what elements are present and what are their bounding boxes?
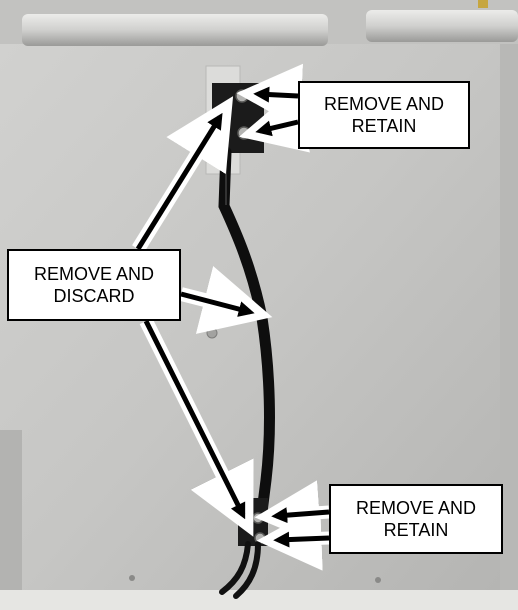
- lower-wire-1: [219, 541, 251, 595]
- upper-screw-1: [235, 89, 249, 103]
- callout-remove-and-discard: REMOVE AND DISCARD: [7, 249, 181, 321]
- callout-remove-and-retain-bottom: REMOVE AND RETAIN: [329, 484, 503, 554]
- handle-rail-left: [22, 14, 328, 46]
- panel-bottom-lip: [0, 590, 518, 610]
- callout-left-line2: DISCARD: [53, 286, 135, 306]
- callout-left-line1: REMOVE AND: [33, 264, 155, 284]
- arrow-top-to-screw-2-core: [255, 119, 299, 137]
- arrow-group: [132, 63, 330, 571]
- callout-bottom-line1: REMOVE AND: [355, 498, 477, 518]
- bottom-screw-left: [129, 575, 135, 581]
- callout-bottom-line2: RETAIN: [383, 520, 449, 540]
- arrow-discard-to-cable-core: [180, 291, 255, 317]
- lower-screw-1: [252, 512, 264, 524]
- arrow-bottom-to-screw-1-core: [271, 507, 330, 524]
- arrow-top-to-screw-1-core: [253, 86, 299, 103]
- panel-recess: [0, 430, 22, 598]
- upper-screw-2: [237, 126, 251, 140]
- handle-rail-right: [366, 10, 518, 42]
- panel-screw-middle: [206, 327, 218, 339]
- callout-remove-and-retain-top: REMOVE AND RETAIN: [298, 81, 470, 149]
- callout-top-line1: REMOVE AND: [323, 94, 445, 114]
- warning-label-edge: [478, 0, 488, 8]
- arrow-bottom-to-screw-2-core: [273, 531, 330, 548]
- callout-top-line2: RETAIN: [351, 116, 417, 136]
- arrow-discard-to-lower-bracket-core: [143, 319, 246, 520]
- arrow-discard-to-upper-bracket-core: [135, 112, 223, 251]
- panel-edge: [500, 0, 518, 598]
- bottom-screw-right: [375, 577, 381, 583]
